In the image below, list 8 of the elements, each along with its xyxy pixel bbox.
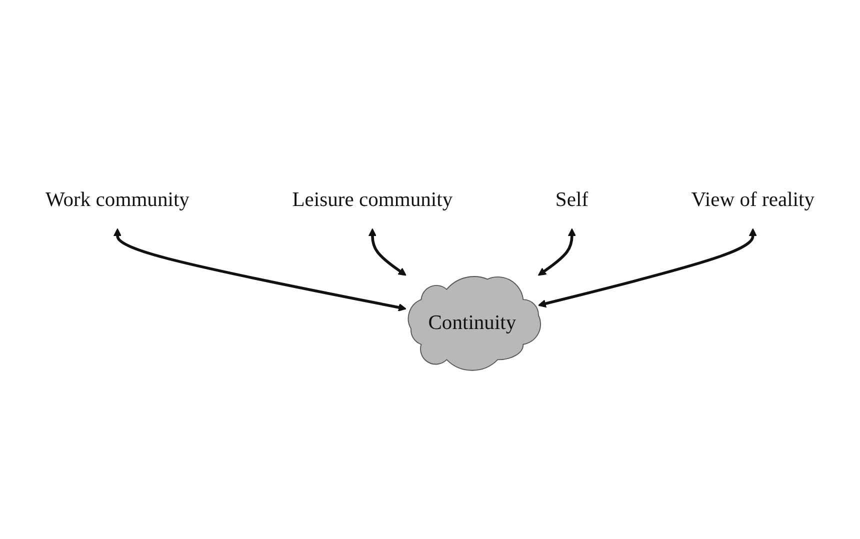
node-text: Work community (46, 186, 190, 210)
arrow (538, 228, 576, 276)
arrow (538, 228, 757, 308)
node-text: Leisure community (292, 186, 453, 210)
node-text: Self (555, 186, 589, 210)
node-text: View of reality (691, 186, 814, 210)
arrow (113, 228, 406, 312)
arrow (368, 228, 406, 276)
